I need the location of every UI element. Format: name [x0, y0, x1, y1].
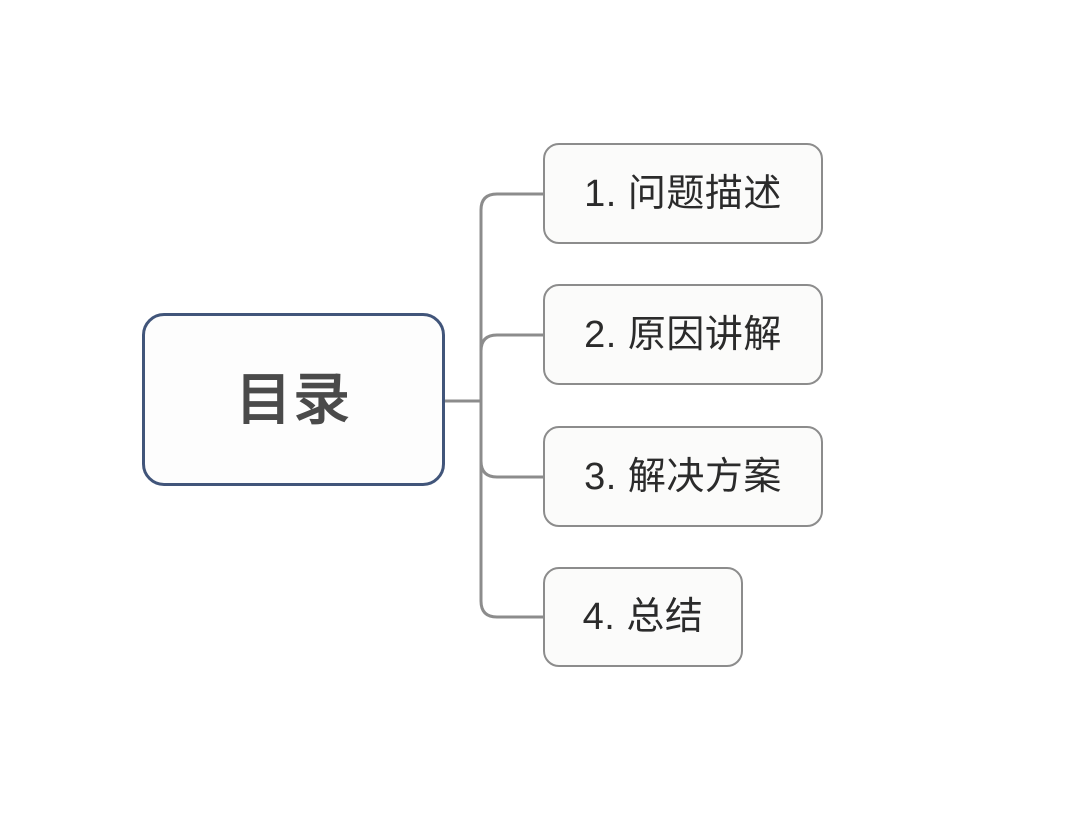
child-node-3[interactable]: 3. 解决方案: [543, 426, 823, 527]
child-node-2-label: 2. 原因讲解: [584, 313, 782, 356]
child-node-2[interactable]: 2. 原因讲解: [543, 284, 823, 385]
child-node-3-label: 3. 解决方案: [584, 455, 782, 498]
root-node-label: 目录: [235, 367, 352, 431]
child-node-4-label: 4. 总结: [582, 596, 704, 638]
connector-branch-1: [479, 192, 557, 401]
root-node[interactable]: 目录: [142, 313, 445, 486]
child-node-1-label: 1. 问题描述: [584, 172, 782, 215]
connector-branch-4: [479, 401, 557, 619]
connector-branch-2: [479, 333, 557, 401]
child-node-1[interactable]: 1. 问题描述: [543, 143, 823, 244]
child-node-4[interactable]: 4. 总结: [543, 567, 743, 667]
